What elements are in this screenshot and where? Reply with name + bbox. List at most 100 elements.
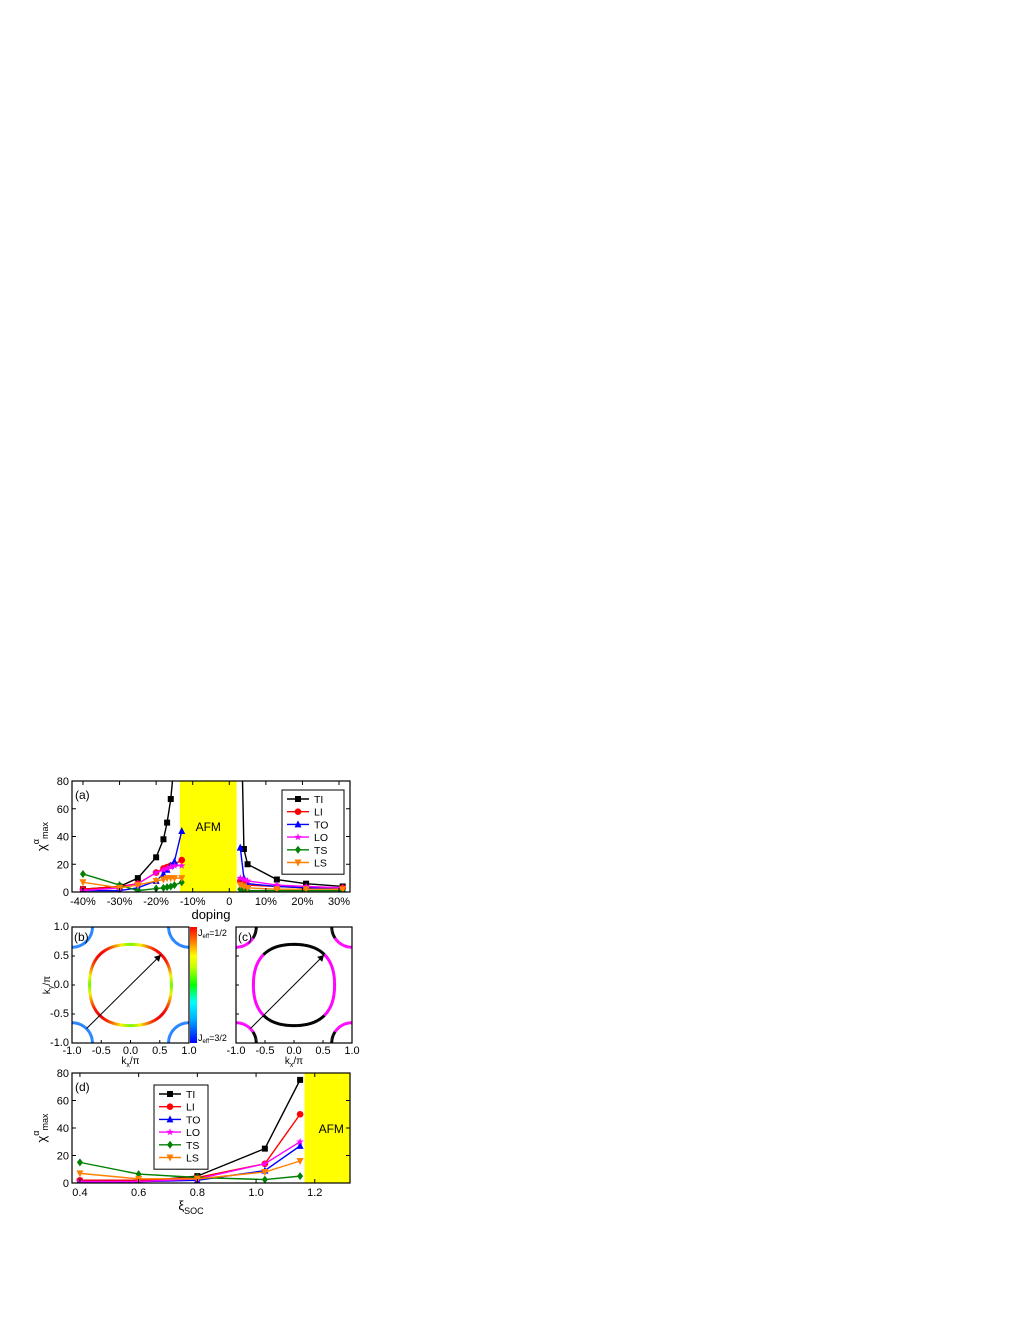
corner-pocket-segment [341,1023,344,1027]
corner-pocket-segment [172,939,176,943]
x-tick-label: 0.5 [152,1045,167,1057]
corner-pocket-segment [177,1024,180,1028]
data-point [261,1159,269,1167]
pocket-segment [92,961,96,965]
label-part: /π [42,976,53,986]
corner-pocket-segment [80,943,83,947]
pocket-segment [320,1015,324,1020]
pocket-segment [106,1019,110,1024]
arrow-head-icon [153,954,161,962]
data-point [296,1110,304,1118]
corner-pocket-segment [252,1032,256,1035]
corner-pocket-segment [173,940,177,944]
pocket-segment [321,951,326,956]
pocket-segment [278,944,282,948]
pocket-segment [268,1018,272,1023]
corner-pocket-segment [178,1023,181,1027]
pocket-segment [151,1019,155,1024]
corner-pocket-segment [83,941,86,945]
series-layer [79,781,347,892]
series-LS [76,1158,304,1183]
corner-pocket-segment [83,940,87,944]
label-part: χ [34,844,49,851]
pocket-segment [318,949,322,953]
label-part: ξ [178,1198,184,1213]
pocket-segment [329,963,333,967]
x-axis-label: doping [191,907,230,922]
y-tick-label: 20 [57,1151,69,1163]
corner-pocket-segment [171,1029,175,1033]
x-tick-label: 1.0 [344,1045,359,1057]
pocket-segment [95,1011,100,1015]
pocket-segment [102,949,106,953]
data-point [244,861,251,868]
legend-marker [294,833,302,841]
label-part: /π [293,1056,303,1067]
panel-label: (b) [74,930,89,944]
corner-pocket-segment [169,935,173,938]
data-point [236,843,244,851]
corner-pocket-segment [337,940,341,944]
legend-label: LS [314,858,327,870]
pocket-segment [255,961,260,965]
data-point [273,881,281,889]
pocket-segment [326,957,330,961]
pocket-segment [161,1010,166,1015]
data-point [153,854,160,861]
corner-pocket-segment [171,1028,175,1032]
pocket-segment [143,1022,147,1026]
x-tick-label: -1.0 [227,1045,246,1057]
pocket-segment [270,946,274,951]
pocket-segment [98,951,103,956]
pocket-segment [327,958,332,963]
data-point [134,875,141,882]
x-tick-label: 1.0 [181,1045,196,1057]
corner-pocket-segment [341,943,344,947]
colorbar-top-label: Jeff=1/2 [198,928,227,940]
pocket-segment [153,947,157,952]
legend-marker [167,1091,173,1097]
data-point [166,863,175,871]
corner-pocket-segment [86,937,90,941]
pocket-segment [167,1001,171,1005]
pocket-segment [167,967,172,971]
corner-pocket-segment [249,938,253,942]
legend-marker [295,845,301,854]
panel-label: (d) [75,1080,90,1094]
pocket-segment [145,944,149,949]
pocket-segment [259,1011,264,1015]
label-part: J [198,1033,203,1043]
y-axis-label: χαmax [31,1113,50,1143]
data-point [170,875,178,883]
legend-marker [294,859,302,867]
data-point [76,1158,83,1167]
data-point [296,1137,304,1145]
x-axis-label: ξSOC [178,1198,204,1216]
y-axis-label: ky/π [42,976,55,994]
data-point [76,1170,84,1178]
pocket-segment [142,944,146,948]
data-point [297,1076,304,1083]
corner-pocket-segment [81,942,84,946]
corner-pocket-segment [245,1024,248,1028]
pocket-segment [329,1003,334,1007]
label-part: max [40,1113,50,1131]
pocket-segment [151,946,155,951]
corner-pocket-segment [175,941,178,945]
x-tick-label: 0.0 [123,1045,138,1057]
pocket-segment [308,1021,312,1026]
pocket-segment [94,1009,99,1013]
pocket-segment [327,1007,332,1011]
pocket-segment [154,949,159,953]
pocket-segment [100,950,105,955]
data-point [163,864,171,872]
pocket-segment [328,1005,333,1009]
legend-marker [295,796,301,802]
pocket-segment [97,953,101,958]
corner-pocket-segment [340,942,343,946]
pocket-segment [266,949,270,953]
